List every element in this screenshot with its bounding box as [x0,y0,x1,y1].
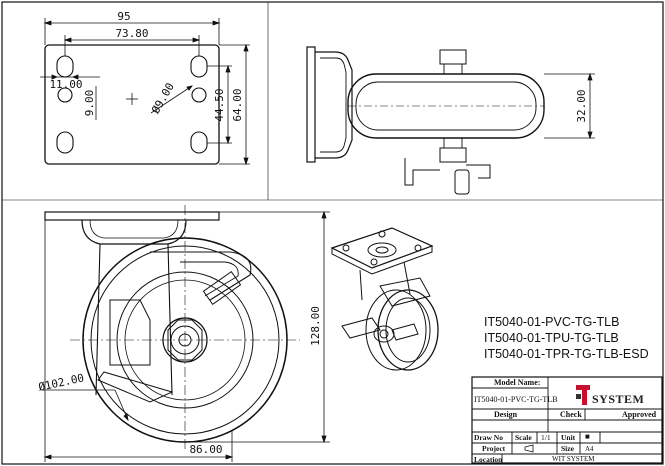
unit-value: ■ [585,432,590,441]
dim-line-128 [190,210,330,444]
size-value: A4 [585,445,594,453]
dim-line-32 [544,72,595,140]
location-label: Location [474,455,503,464]
check-label: Check [560,410,582,419]
dim-line-44-50 [207,64,232,145]
brand-logo [576,385,590,405]
dim-44-50: 44.50 [213,88,226,121]
dim-86-00: 86.00 [189,443,222,456]
dim-73-80: 73.80 [115,27,148,40]
unit-label: Unit [561,433,576,442]
location-value: WIT SYSTEM [552,455,595,463]
model-name-label: Model Name: [494,378,541,387]
dim-line-11 [40,74,100,80]
model-name-1: IT5040-01-PVC-TG-TLB [484,315,620,329]
dim-95: 95 [117,10,130,23]
size-label: Size [561,444,574,453]
dim-line-95 [43,18,221,45]
projection-symbol [524,444,534,453]
side-view [306,46,595,195]
dim-11-00: 11.00 [49,78,82,91]
dim-128-00: 128.00 [309,306,322,346]
dim-line-64 [219,43,250,166]
front-view [42,205,330,462]
design-label: Design [494,410,518,419]
side-plate [306,46,316,163]
scale-label: Scale [515,433,532,442]
front-plate [44,211,220,221]
model-name-3: IT5040-01-TPR-TG-TLB-ESD [484,347,649,361]
dim-leader-wheel [42,389,129,422]
brand-name: SYSTEM [592,392,645,406]
plate-outline [44,44,220,165]
dim-leader-hole [150,85,193,114]
model-list: IT5040-01-PVC-TG-TLB IT5040-01-TPU-TG-TL… [484,314,649,362]
iso-wheel [377,289,439,371]
approved-label: Approved [622,410,657,419]
draw-no-label: Draw No [474,433,503,442]
dim-32-00: 32.00 [575,89,588,122]
plate-center-lines [126,93,138,105]
title-block [471,376,663,464]
dim-wheel-diameter: Ø102.00 [37,371,85,393]
dim-64-00: 64.00 [231,88,244,121]
dim-9-00: 9.00 [83,90,96,117]
top-plate-view [40,18,250,166]
dim-line-73-80 [63,35,201,56]
model-name-2: IT5040-01-TPU-TG-TLB [484,331,619,345]
dim-line-86 [43,220,234,462]
scale-value: 1/1 [541,433,551,442]
model-name-value: IT5040-01-PVC-TG-TLB [474,395,558,404]
project-label: Project [482,444,506,453]
isometric-view [330,227,439,371]
